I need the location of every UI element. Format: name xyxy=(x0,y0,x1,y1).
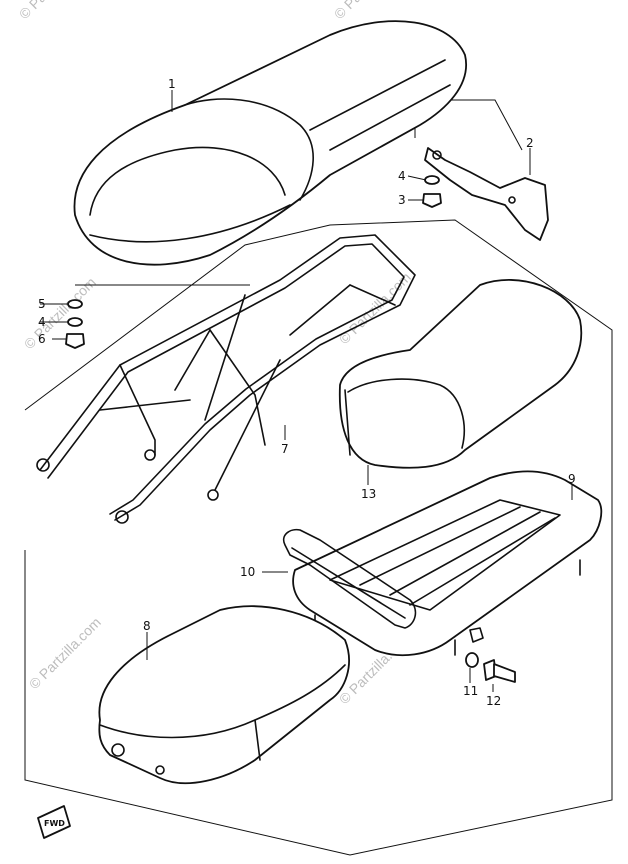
washer-nut-left xyxy=(65,299,85,349)
callouts: 1 2 3 4 5 4 6 7 13 9 10 8 11 12 xyxy=(38,77,576,708)
watermark-bottom-left: © Partzilla.com xyxy=(26,614,104,692)
callout-1: 1 xyxy=(168,77,176,91)
callout-9: 9 xyxy=(568,472,576,486)
dual-seat xyxy=(73,20,468,266)
watermark-mid-left: © Partzilla.com xyxy=(21,274,99,352)
callout-10: 10 xyxy=(240,565,255,579)
forward-label: FWD xyxy=(44,819,65,828)
callout-2: 2 xyxy=(526,136,534,150)
washer-bolt xyxy=(465,652,516,683)
callout-7: 7 xyxy=(281,442,289,456)
callout-12: 12 xyxy=(486,694,501,708)
seat-bracket xyxy=(424,147,549,241)
callout-5: 5 xyxy=(38,297,46,311)
washer-nut-upper xyxy=(422,175,442,208)
callout-6: 6 xyxy=(38,332,46,346)
callout-3: 3 xyxy=(398,193,406,207)
callout-11: 11 xyxy=(463,684,478,698)
rear-frame xyxy=(36,234,416,524)
seat-cover xyxy=(98,605,350,785)
forward-indicator: FWD xyxy=(37,805,71,839)
callout-8: 8 xyxy=(143,619,151,633)
callout-4-lower: 4 xyxy=(38,315,46,329)
callout-4-upper: 4 xyxy=(398,169,406,183)
luggage-rack xyxy=(282,470,603,657)
solo-seat-pad xyxy=(338,279,583,469)
watermark-top-right: © Partzilla.com xyxy=(331,0,409,22)
watermark-top-left: © Partzilla.com xyxy=(16,0,94,22)
leader-lines xyxy=(40,90,573,692)
callout-13: 13 xyxy=(361,487,376,501)
